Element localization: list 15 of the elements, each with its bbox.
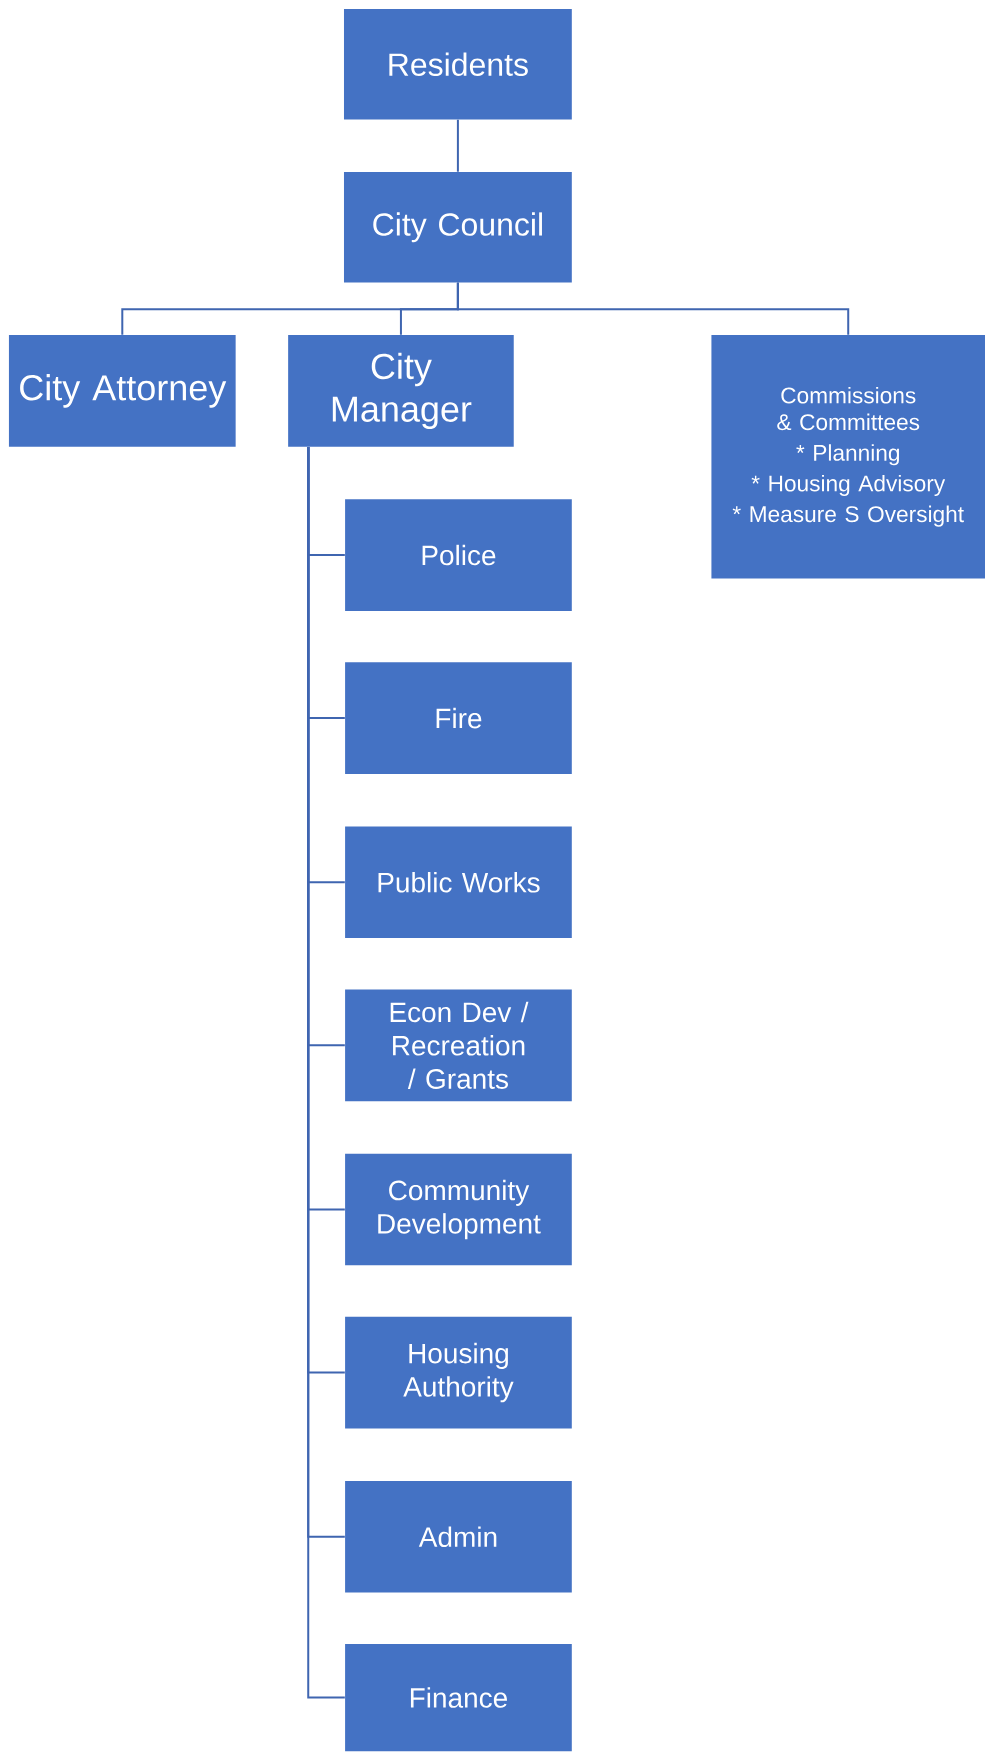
org-box: Admin: [345, 1480, 572, 1593]
org-box: Econ Dev / Recreation / Grants: [345, 989, 572, 1102]
connector-line: [456, 281, 850, 336]
org-box: Residents: [344, 8, 572, 120]
org-box: City Attorney: [8, 335, 236, 447]
org-box: Police: [345, 499, 572, 611]
org-box: Finance: [345, 1643, 572, 1752]
org-box: City Council: [344, 172, 572, 283]
org-box: Commissions & Committees * Planning * Housing Advisory * Measure S Oversight: [711, 335, 985, 579]
connector-line: [456, 118, 459, 173]
org-box: Community Development: [345, 1153, 572, 1266]
org-box: Public Works: [345, 826, 572, 939]
org-box: Housing Authority: [345, 1316, 572, 1429]
org-box: City Manager: [288, 335, 514, 447]
org-box: Fire: [345, 662, 572, 774]
